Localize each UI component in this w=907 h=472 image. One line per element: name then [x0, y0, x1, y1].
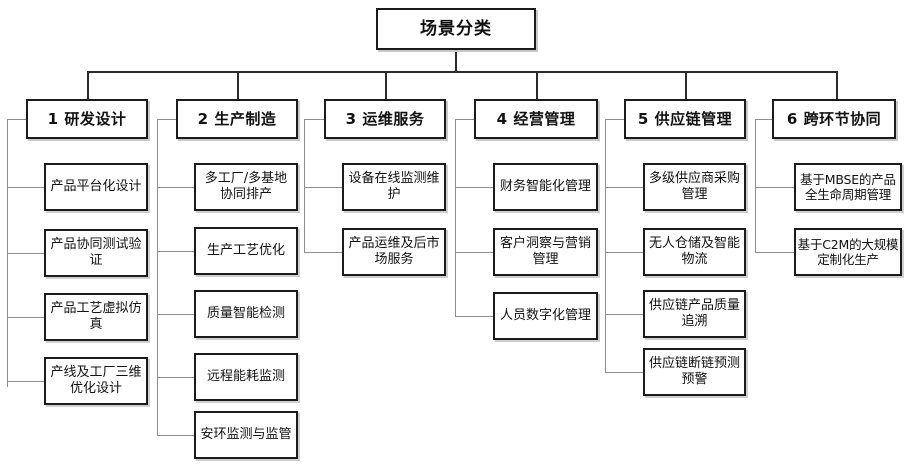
stub-col-2-item-3: [157, 314, 194, 315]
leaf-5-4[interactable]: 供应链断链预测预警: [643, 348, 746, 396]
stub-col-3-header: [304, 119, 324, 120]
leaf-6-1[interactable]: 基于MBSE的产品全生命周期管理: [794, 163, 902, 211]
leaf-4-2-label: 客户洞察与营销管理: [499, 236, 591, 267]
stub-col-4-header: [455, 119, 474, 120]
stub-col-1-header: [7, 119, 26, 120]
leaf-1-1[interactable]: 产品平台化设计: [44, 163, 148, 211]
stub-col-6-item-1: [755, 187, 794, 188]
category-header-2-label: 2 生产制造: [197, 109, 277, 128]
root-node[interactable]: 场景分类: [376, 8, 536, 50]
spine-col-3: [304, 119, 305, 253]
spine-col-5: [605, 119, 606, 372]
drop-to-col-1: [87, 71, 89, 101]
leaf-1-3[interactable]: 产品工艺虚拟仿真: [44, 293, 148, 341]
leaf-2-3-label: 质量智能检测: [206, 306, 285, 322]
spine-col-6: [755, 119, 756, 253]
leaf-1-2-label: 产品协同测试验证: [50, 237, 142, 268]
stub-col-6-header: [755, 119, 772, 120]
category-header-5-label: 5 供应链管理: [637, 109, 733, 128]
category-header-6-label: 6 跨环节协同: [786, 109, 882, 128]
category-header-4-label: 4 经营管理: [496, 109, 576, 128]
drop-to-col-3: [385, 71, 387, 101]
leaf-4-3-label: 人员数字化管理: [499, 308, 591, 324]
stub-col-5-item-3: [605, 314, 643, 315]
drop-to-col-5: [685, 71, 687, 101]
leaf-1-3-label: 产品工艺虚拟仿真: [50, 301, 142, 332]
leaf-6-2[interactable]: 基于C2M的大规模定制化生产: [794, 228, 902, 276]
stub-col-5-header: [605, 119, 624, 120]
leaf-5-1-label: 多级供应商采购管理: [648, 171, 740, 202]
drop-to-col-2: [237, 71, 239, 101]
leaf-6-1-label: 基于MBSE的产品全生命周期管理: [800, 171, 896, 202]
stub-col-4-item-1: [455, 187, 493, 188]
leaf-5-4-label: 供应链断链预测预警: [648, 356, 740, 387]
stub-col-5-item-4: [605, 372, 643, 373]
stub-col-1-item-3: [7, 317, 44, 318]
stub-col-2-item-2: [157, 251, 194, 252]
spine-col-4: [455, 119, 456, 317]
stub-col-4-item-2: [455, 252, 493, 253]
root-stem: [455, 50, 457, 72]
stub-col-5-item-2: [605, 252, 643, 253]
leaf-5-2[interactable]: 无人仓储及智能物流: [643, 228, 746, 276]
leaf-5-2-label: 无人仓储及智能物流: [648, 236, 740, 267]
root-node-label: 场景分类: [420, 18, 492, 39]
stub-col-2-header: [157, 119, 176, 120]
leaf-1-1-label: 产品平台化设计: [50, 179, 142, 195]
leaf-5-3[interactable]: 供应链产品质量追溯: [643, 290, 746, 338]
stub-col-1-item-1: [7, 187, 44, 188]
stub-col-1-item-4: [7, 381, 44, 382]
stub-col-5-item-1: [605, 187, 643, 188]
leaf-5-1[interactable]: 多级供应商采购管理: [643, 163, 746, 211]
category-header-2[interactable]: 2 生产制造: [176, 99, 298, 139]
stub-col-2-item-5: [157, 435, 194, 436]
leaf-2-5-label: 安环监测与监管: [200, 427, 292, 443]
category-header-3-label: 3 运维服务: [345, 109, 425, 128]
drop-to-col-6: [836, 71, 838, 101]
stub-col-3-item-2: [304, 252, 342, 253]
category-header-1[interactable]: 1 研发设计: [26, 99, 148, 139]
spine-col-2: [157, 119, 158, 435]
leaf-5-3-label: 供应链产品质量追溯: [648, 298, 740, 329]
category-header-5[interactable]: 5 供应链管理: [624, 99, 746, 139]
leaf-1-2[interactable]: 产品协同测试验证: [44, 229, 148, 277]
drop-to-col-4: [536, 71, 538, 101]
stub-col-2-item-4: [157, 377, 194, 378]
leaf-2-2-label: 生产工艺优化: [206, 243, 285, 259]
category-header-1-label: 1 研发设计: [47, 109, 127, 128]
leaf-2-3[interactable]: 质量智能检测: [194, 290, 298, 338]
leaf-3-2[interactable]: 产品运维及后市场服务: [342, 228, 446, 276]
stub-col-4-item-3: [455, 316, 493, 317]
stub-col-6-item-2: [755, 252, 794, 253]
leaf-6-2-label: 基于C2M的大规模定制化生产: [797, 236, 899, 267]
leaf-4-3[interactable]: 人员数字化管理: [493, 292, 598, 340]
stub-col-3-item-1: [304, 187, 342, 188]
leaf-2-5[interactable]: 安环监测与监管: [194, 411, 298, 459]
leaf-3-1-label: 设备在线监测维护: [348, 171, 440, 202]
leaf-4-1-label: 财务智能化管理: [499, 179, 591, 195]
category-header-6[interactable]: 6 跨环节协同: [772, 99, 896, 139]
leaf-3-2-label: 产品运维及后市场服务: [348, 236, 440, 267]
leaf-2-4[interactable]: 远程能耗监测: [194, 353, 298, 401]
leaf-4-2[interactable]: 客户洞察与营销管理: [493, 228, 598, 276]
leaf-3-1[interactable]: 设备在线监测维护: [342, 163, 446, 211]
stub-col-2-item-1: [157, 187, 194, 188]
leaf-2-1[interactable]: 多工厂/多基地协同排产: [194, 163, 298, 211]
leaf-4-1[interactable]: 财务智能化管理: [493, 163, 598, 211]
leaf-2-2[interactable]: 生产工艺优化: [194, 227, 298, 275]
distribution-bus: [87, 71, 837, 73]
category-header-4[interactable]: 4 经营管理: [474, 99, 598, 139]
stub-col-1-item-2: [7, 253, 44, 254]
leaf-2-4-label: 远程能耗监测: [206, 369, 285, 385]
leaf-1-4-label: 产线及工厂三维优化设计: [50, 365, 142, 396]
leaf-2-1-label: 多工厂/多基地协同排产: [204, 171, 288, 202]
category-header-3[interactable]: 3 运维服务: [324, 99, 446, 139]
leaf-1-4[interactable]: 产线及工厂三维优化设计: [44, 357, 148, 405]
